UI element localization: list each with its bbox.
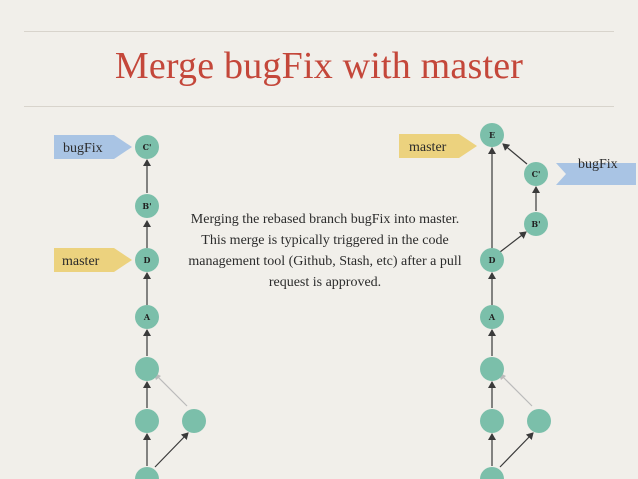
node-a bbox=[135, 305, 159, 329]
node-e bbox=[480, 123, 504, 147]
right-graph: E C' B' D A master bugFix bbox=[399, 123, 636, 479]
edge-n3-to-side bbox=[154, 432, 189, 468]
node-d-label: D bbox=[144, 255, 151, 265]
node-commit-3 bbox=[480, 467, 504, 479]
edge-c-to-e bbox=[502, 143, 528, 165]
node-commit-side bbox=[182, 409, 206, 433]
edge-d-to-b bbox=[499, 231, 527, 253]
tag-bugfix-label: bugFix bbox=[578, 157, 618, 172]
node-c-prime bbox=[524, 162, 548, 186]
tag-master-label: master bbox=[62, 254, 100, 269]
tag-bugfix-label: bugFix bbox=[63, 141, 103, 156]
node-c-prime-label: C' bbox=[143, 142, 152, 152]
top-rule bbox=[24, 31, 614, 32]
node-b-prime bbox=[524, 212, 548, 236]
node-commit-1 bbox=[135, 357, 159, 381]
node-c-prime-label: C' bbox=[532, 169, 541, 179]
slide-title: Merge bugFix with master bbox=[114, 45, 524, 87]
node-a-label: A bbox=[488, 312, 496, 322]
node-commit-1 bbox=[480, 357, 504, 381]
tag-master-label: master bbox=[409, 140, 447, 155]
node-d bbox=[480, 248, 504, 272]
tag-master bbox=[399, 134, 477, 158]
title-underline bbox=[24, 106, 614, 107]
edge-n3-to-side bbox=[499, 432, 534, 468]
node-e-label: E bbox=[489, 130, 495, 140]
tag-bugfix bbox=[54, 135, 132, 159]
caption: Merging the rebased branch bugFix into m… bbox=[188, 212, 462, 290]
node-a bbox=[480, 305, 504, 329]
node-b-prime-label: B' bbox=[531, 219, 540, 229]
edge-side-to-n1-faint bbox=[501, 375, 533, 407]
node-d bbox=[135, 248, 159, 272]
node-commit-2 bbox=[135, 409, 159, 433]
node-b-prime-label: B' bbox=[142, 201, 151, 211]
node-b-prime bbox=[135, 194, 159, 218]
node-c-prime bbox=[135, 135, 159, 159]
node-commit-side bbox=[527, 409, 551, 433]
node-commit-3 bbox=[135, 467, 159, 479]
node-commit-2 bbox=[480, 409, 504, 433]
node-d-label: D bbox=[489, 255, 496, 265]
node-a-label: A bbox=[143, 312, 151, 322]
tag-master bbox=[54, 248, 132, 272]
edge-side-to-n1-faint bbox=[156, 375, 188, 407]
left-graph: C' B' D A bugFix master bbox=[54, 135, 206, 479]
tag-bugfix bbox=[556, 163, 636, 185]
